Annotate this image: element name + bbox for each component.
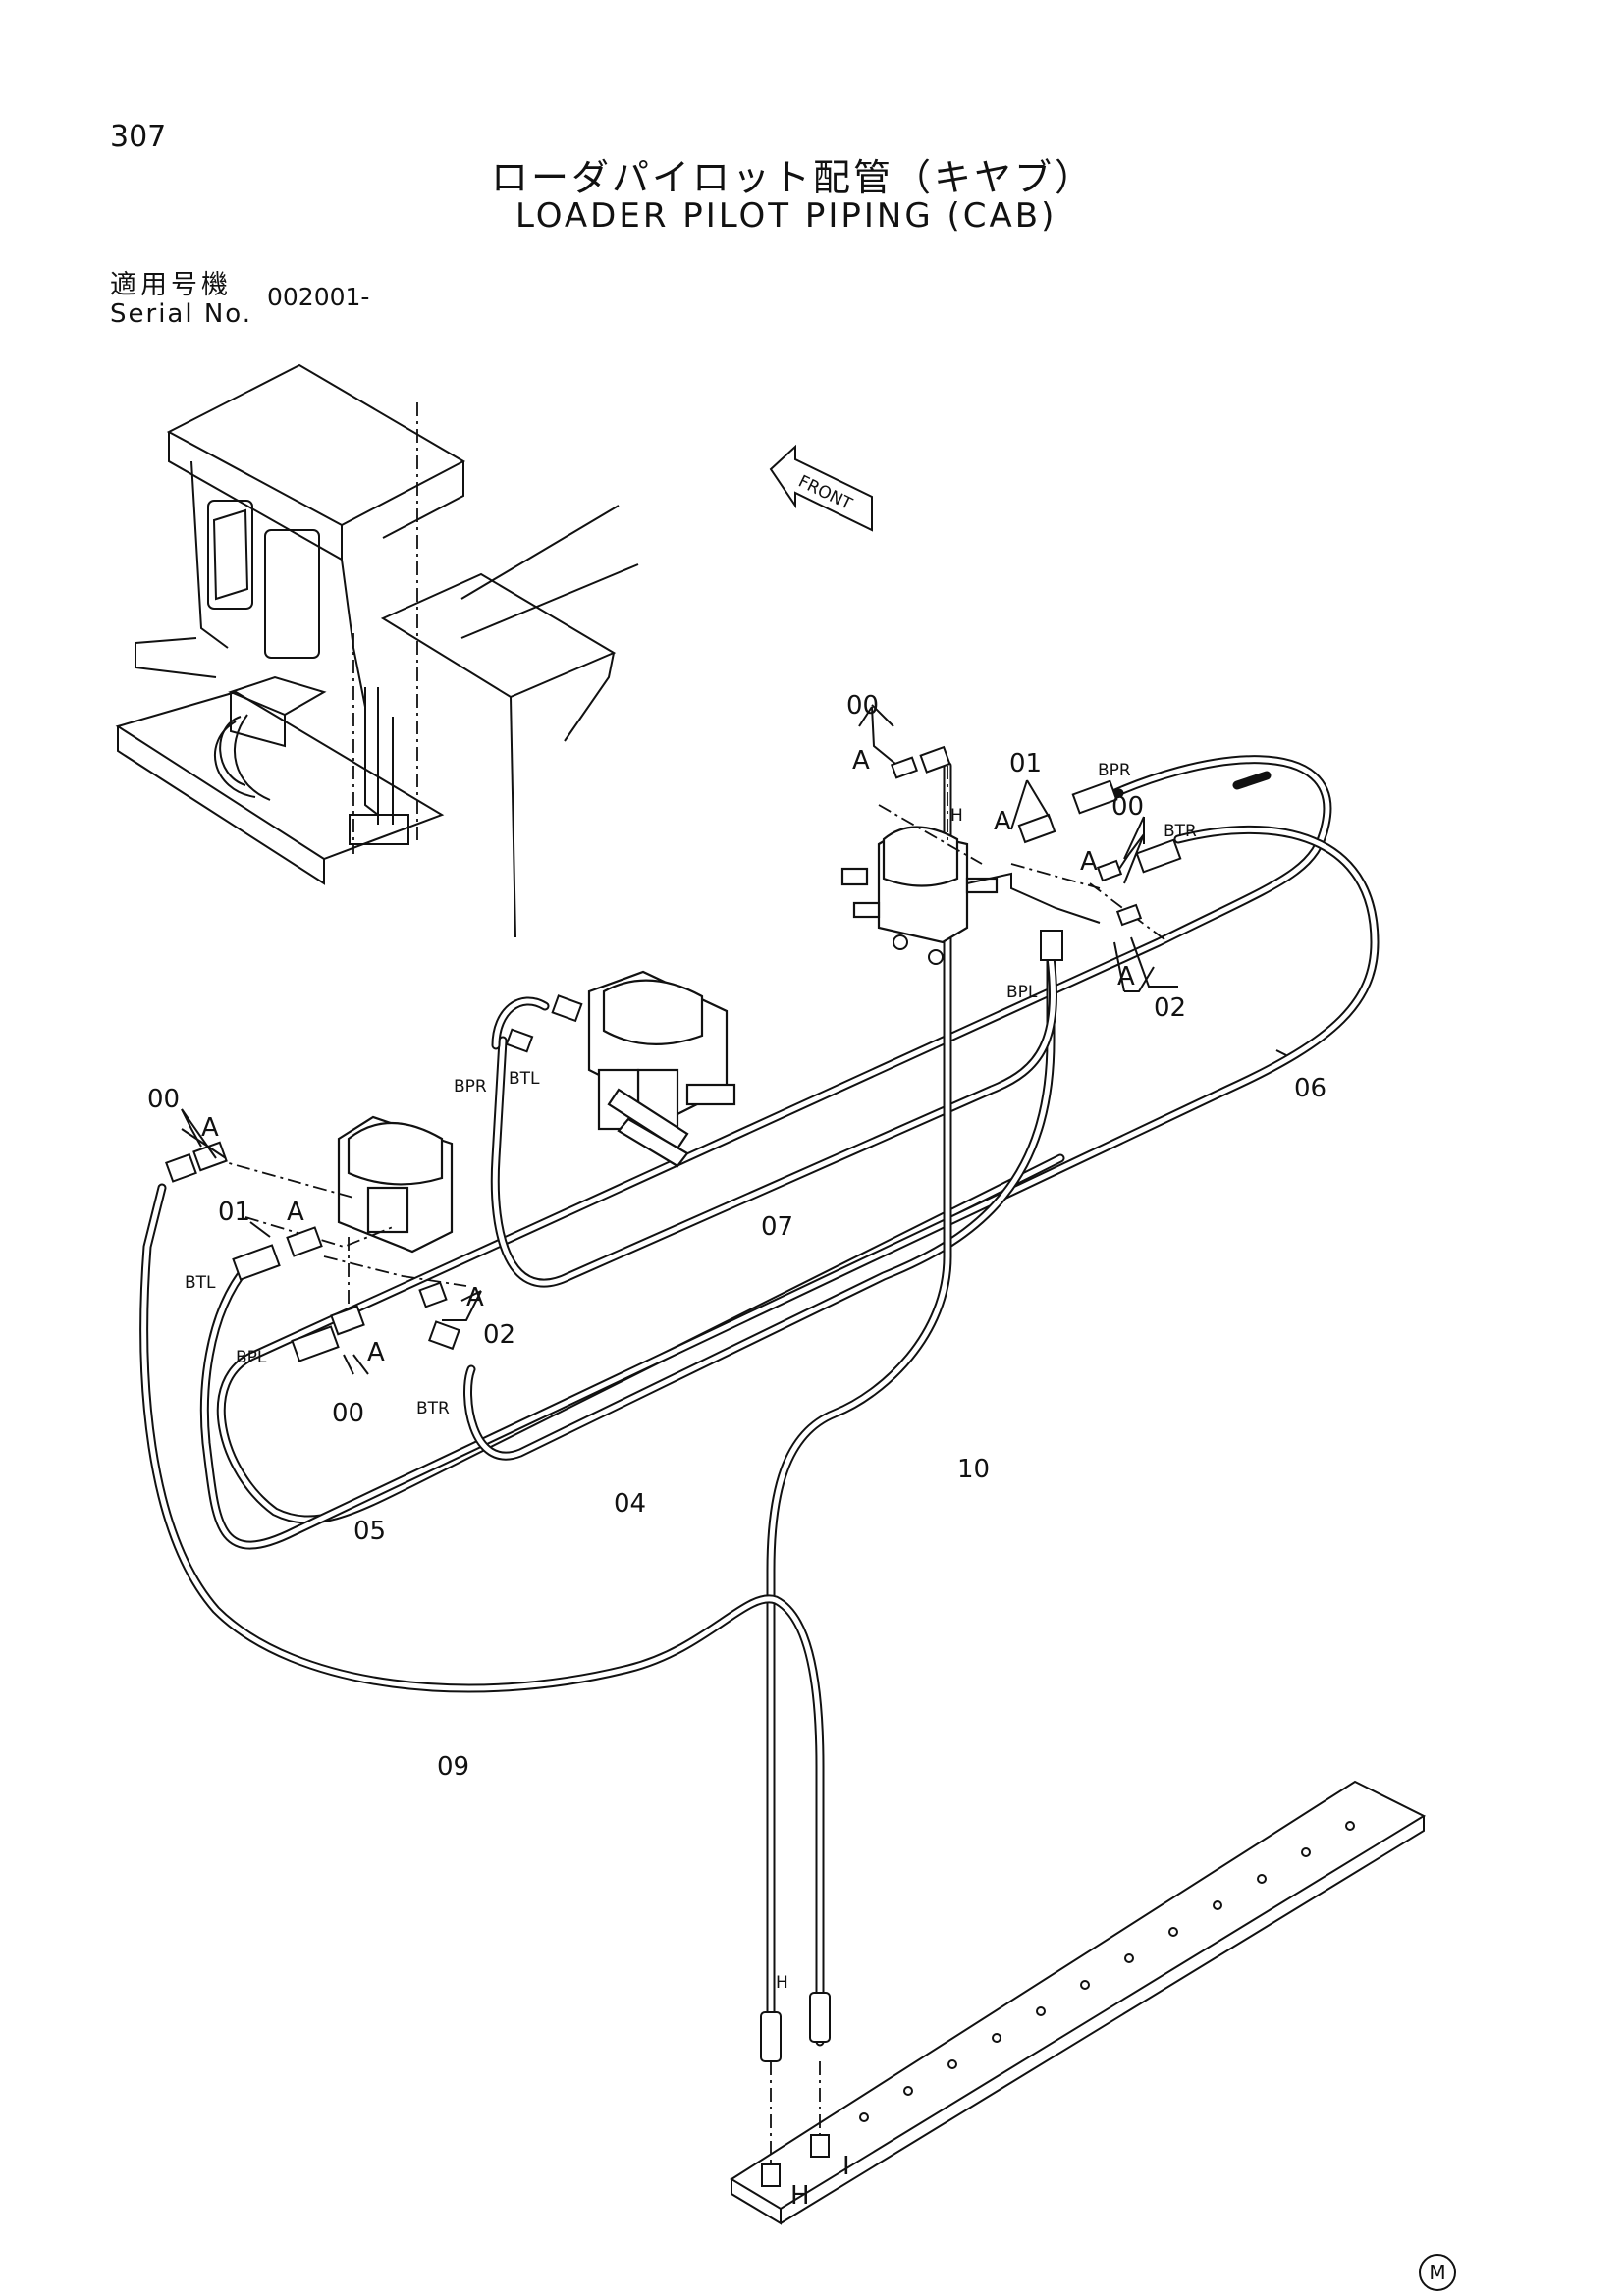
label-a-left2: A	[287, 1198, 304, 1227]
label-p00-left2: 00	[332, 1399, 364, 1428]
label-p05: 05	[353, 1517, 386, 1546]
label-p01-right: 01	[1009, 749, 1042, 778]
label-a-top: A	[852, 746, 870, 775]
label-a-right3: A	[1117, 962, 1135, 991]
label-h-top: H	[950, 806, 963, 826]
label-bpl-right: BPL	[1006, 983, 1038, 1002]
machine-overview	[115, 363, 639, 938]
label-a-right1: A	[994, 807, 1011, 836]
title-japanese: ローダパイロット配管（キヤブ）	[491, 156, 1096, 199]
label-btl-mid: BTL	[509, 1069, 540, 1089]
label-a-right2: A	[1080, 847, 1098, 877]
label-p01-left: 01	[218, 1198, 250, 1227]
label-bpr-right: BPR	[1098, 761, 1131, 780]
label-h-bottom1: H	[776, 1973, 788, 1993]
label-btr-left: BTR	[416, 1399, 450, 1418]
label-btl-left: BTL	[185, 1273, 216, 1293]
serial-number-value: 002001-	[267, 283, 370, 311]
middle-pilot-valve	[491, 970, 736, 1168]
label-a-left1: A	[201, 1113, 219, 1143]
label-p00-left: 00	[147, 1085, 180, 1114]
label-i-bottom: I	[842, 2152, 850, 2181]
label-p10: 10	[957, 1455, 990, 1484]
leader-lines	[181, 704, 1287, 1159]
title-english: LOADER PILOT PIPING (CAB)	[515, 196, 1057, 236]
hoses	[139, 755, 1380, 2047]
label-bpr-mid: BPR	[454, 1077, 487, 1096]
label-p04: 04	[614, 1489, 646, 1519]
left-pilot-valve	[165, 1108, 482, 1375]
bottom-bracket	[730, 1780, 1427, 2225]
serial-label-japanese: 適用号機	[110, 270, 232, 300]
label-p00-top: 00	[846, 691, 879, 721]
serial-label-english: Serial No.	[110, 299, 252, 329]
label-p09: 09	[437, 1752, 469, 1782]
right-pilot-valve	[840, 706, 1182, 992]
label-bpl-left: BPL	[236, 1348, 267, 1367]
label-p06: 06	[1294, 1074, 1326, 1103]
corner-mark: M	[1419, 2254, 1456, 2291]
part-labels: 00 A H 01 A BPR 00 A BTR A 02 BPL 06 BPR…	[147, 691, 1326, 2211]
label-p00-right: 00	[1111, 792, 1144, 822]
label-btr-right: BTR	[1164, 822, 1197, 841]
page-number: 307	[110, 120, 167, 154]
label-h-bottom2: H	[790, 2181, 810, 2211]
label-a-left4: A	[367, 1338, 385, 1367]
front-arrow: FRONT	[769, 444, 873, 532]
label-p07: 07	[761, 1212, 793, 1242]
label-p02-left: 02	[483, 1320, 515, 1350]
label-a-left3: A	[466, 1283, 484, 1312]
label-p02-right: 02	[1154, 993, 1186, 1023]
